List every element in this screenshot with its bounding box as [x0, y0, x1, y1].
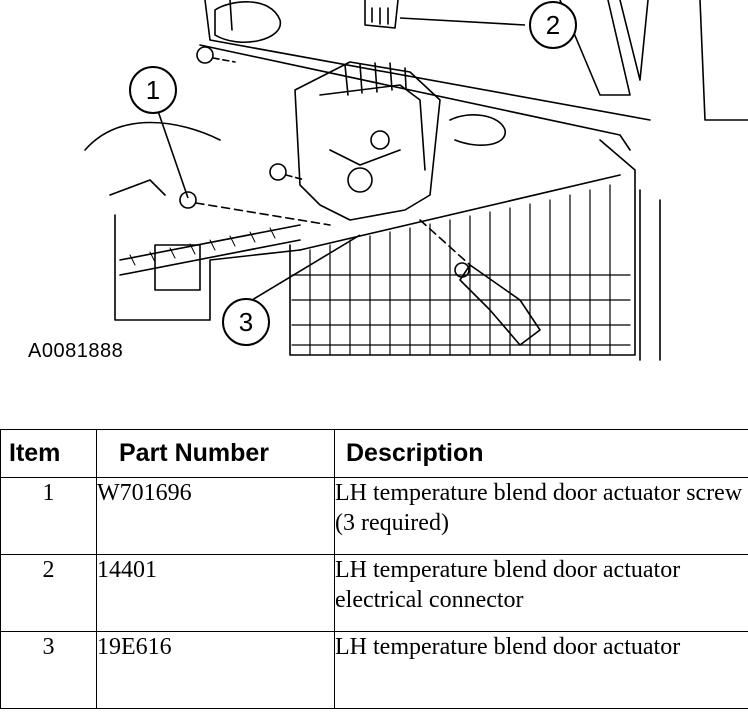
header-description: Description [334, 429, 748, 478]
cell-item: 2 [0, 554, 97, 632]
svg-text:3: 3 [239, 307, 253, 337]
cell-part-number: 19E616 [96, 631, 335, 709]
header-item: Item [0, 429, 97, 478]
screw-2 [269, 163, 287, 181]
cell-part-number: 14401 [96, 554, 335, 632]
svg-text:1: 1 [146, 75, 160, 105]
callout-2: 2 [529, 1, 577, 49]
actuator-housing [294, 61, 441, 221]
header-part-number: Part Number [96, 429, 335, 478]
callout-1-leader [157, 110, 189, 199]
cell-description: LH temperature blend door actuator screw… [334, 477, 748, 555]
table-row: 1 W701696 LH temperature blend door actu… [0, 477, 748, 555]
svg-text:2: 2 [546, 10, 560, 40]
callout-1: 1 [129, 66, 177, 114]
cell-item: 1 [0, 477, 97, 555]
table-row: 2 14401 LH temperature blend door actuat… [0, 554, 748, 632]
callout-3-leader [251, 234, 361, 301]
figure-id-label: A0081888 [28, 340, 124, 362]
left-bracket [114, 214, 301, 321]
callout-2-leader [399, 17, 526, 26]
screw-1 [196, 46, 214, 64]
cell-description: LH temperature blend door actuator [334, 631, 748, 709]
housing-side-panel [559, 0, 631, 96]
cell-description: LH temperature blend door actuator elect… [334, 554, 748, 632]
screw-3 [179, 191, 197, 209]
table-row: 3 19E616 LH temperature blend door actua… [0, 631, 748, 709]
parts-table: Item Part Number Description 1 W701696 L… [0, 429, 748, 709]
motor-body [214, 1, 281, 43]
grille-housing [289, 139, 636, 356]
housing-rail-line [204, 0, 651, 121]
connector-shape [364, 0, 399, 29]
bracket-block [154, 244, 201, 291]
callout-3: 3 [222, 298, 270, 346]
cell-part-number: W701696 [96, 477, 335, 555]
table-header-row: Item Part Number Description [0, 429, 748, 478]
cell-item: 3 [0, 631, 97, 709]
lever-arm [459, 264, 541, 346]
exploded-view-illustration: 1 2 3 [84, 0, 748, 361]
